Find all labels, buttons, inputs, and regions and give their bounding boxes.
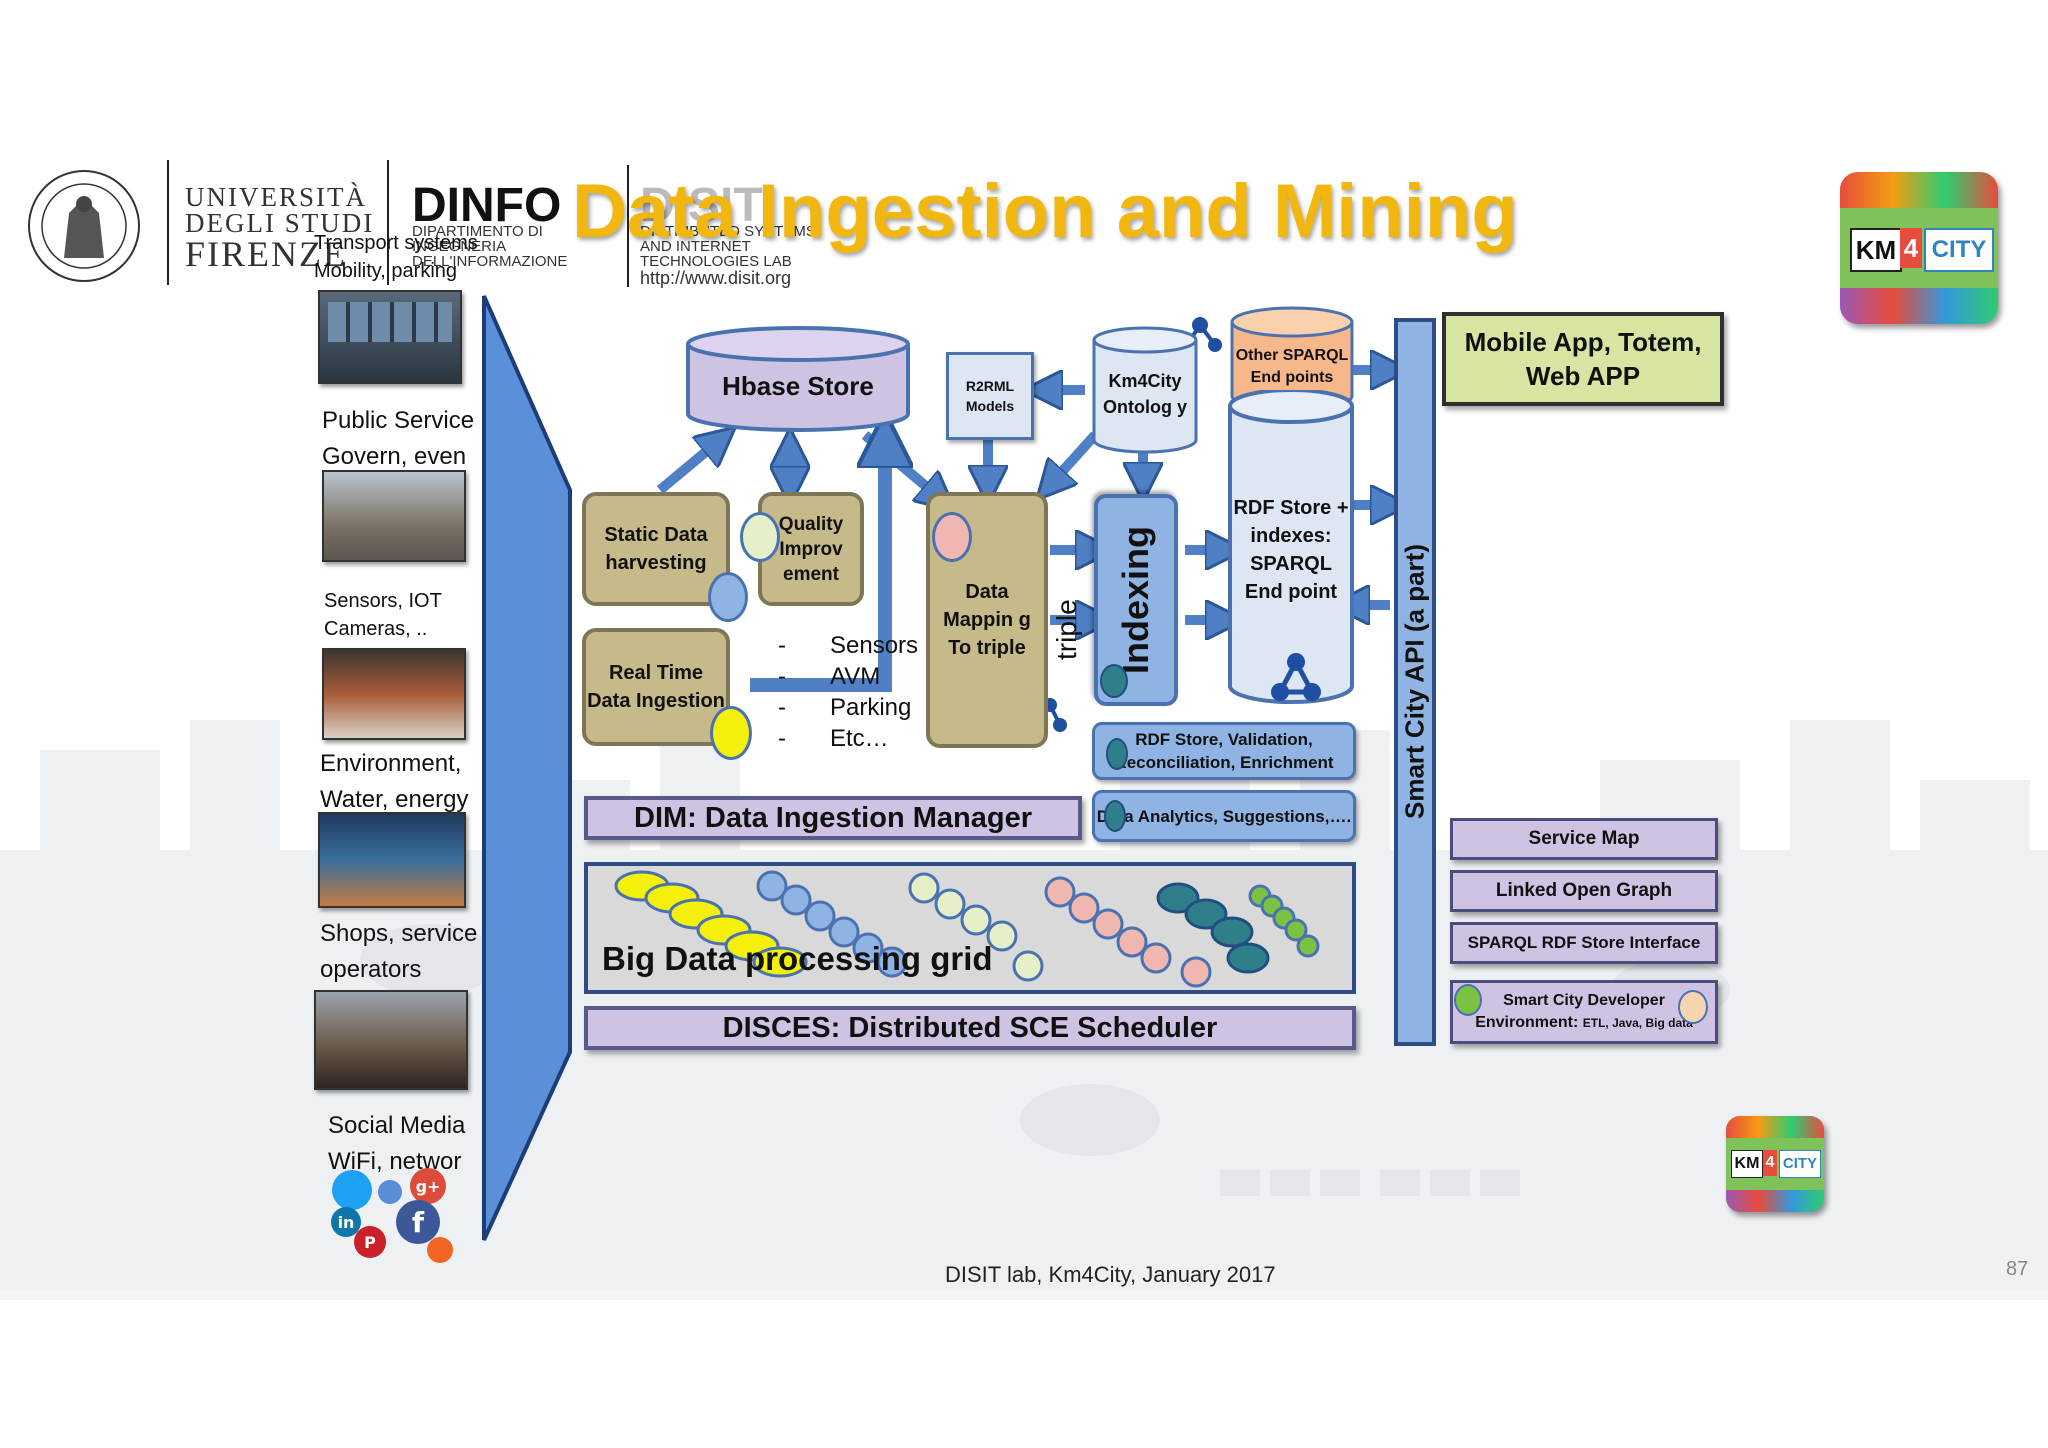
oval-marker bbox=[1100, 664, 1128, 698]
big-data-label: Big Data processing grid bbox=[602, 940, 993, 977]
oval-marker bbox=[1106, 738, 1128, 770]
oval-marker bbox=[1104, 800, 1126, 832]
pinterest-icon bbox=[354, 1226, 386, 1258]
google-plus-glyph: g+ bbox=[416, 1177, 441, 1196]
hbase-store bbox=[686, 326, 910, 432]
developer-environment-box: Smart City Developer Environment: ETL, J… bbox=[1450, 980, 1718, 1044]
triple-label: triple bbox=[1051, 599, 1082, 660]
smart-city-api-bar: Smart City API (a part) bbox=[1394, 318, 1436, 1046]
photo-water-plant bbox=[318, 812, 466, 908]
source-label-environment: Environment,Water, energy bbox=[320, 750, 469, 813]
pinterest-glyph: P bbox=[364, 1233, 376, 1252]
disit-logo: DISIT bbox=[640, 179, 763, 232]
university-seal bbox=[28, 170, 140, 282]
photo-shops bbox=[314, 990, 468, 1090]
footer-text: DISIT lab, Km4City, January 2017 bbox=[945, 1262, 1276, 1287]
ingestion-funnel bbox=[482, 295, 572, 1241]
header-divider bbox=[167, 160, 169, 285]
slide-title: Data Ingestion and Mining bbox=[572, 169, 1518, 254]
dinfo-logo: DINFO bbox=[412, 179, 562, 232]
facebook-icon bbox=[396, 1200, 440, 1244]
other-sparql-endpoints: Other SPARQL End points bbox=[1235, 347, 1349, 386]
rdf-validation-box: RDF Store, Validation, Reconciliation, E… bbox=[1092, 722, 1356, 780]
slide: UNIVERSITÀ DEGLI STUDI FIRENZE DINFO DIP… bbox=[0, 160, 2048, 1300]
linkedin-icon bbox=[331, 1207, 361, 1237]
km4city-logo: KM 4 CITY bbox=[1840, 172, 1998, 324]
oval-marker bbox=[1454, 984, 1482, 1016]
photo-parking bbox=[322, 648, 466, 740]
oval-marker bbox=[1678, 990, 1708, 1024]
linked-open-graph-box: Linked Open Graph bbox=[1450, 870, 1718, 912]
realtime-data-ingestion: Real Time Data Ingestion bbox=[582, 628, 730, 746]
sparql-rdf-interface-box: SPARQL RDF Store Interface bbox=[1450, 922, 1718, 964]
hbase-store-label: Hbase Store bbox=[722, 370, 874, 401]
facebook-glyph: f bbox=[412, 1206, 425, 1239]
photo-street bbox=[322, 470, 466, 562]
data-analytics-box: Data Analytics, Suggestions,…. bbox=[1092, 790, 1356, 842]
service-map-box: Service Map bbox=[1450, 818, 1718, 860]
disces-box: DISCES: Distributed SCE Scheduler bbox=[584, 1006, 1356, 1050]
rdf-store-indexes: RDF Store + indexes: SPARQL End point bbox=[1233, 497, 1349, 603]
disit-url[interactable]: http://www.disit.org bbox=[640, 268, 792, 288]
linkedin-glyph: in bbox=[338, 1213, 355, 1232]
oval-marker bbox=[932, 512, 972, 562]
rdf-store-cylinder bbox=[1228, 390, 1354, 704]
static-data-harvesting: Static Data harvesting bbox=[582, 492, 730, 606]
mobile-app-box: Mobile App, Totem, Web APP bbox=[1442, 312, 1724, 406]
photo-control-room bbox=[318, 290, 462, 384]
oval-marker bbox=[710, 706, 752, 760]
email-icon bbox=[378, 1180, 402, 1204]
header-divider bbox=[387, 160, 389, 285]
oval-marker bbox=[708, 572, 748, 622]
social-icons: g+ in f P bbox=[331, 1168, 453, 1263]
google-plus-icon bbox=[410, 1168, 446, 1204]
rss-icon bbox=[427, 1237, 453, 1263]
university-name: UNIVERSITÀ DEGLI STUDI FIRENZE bbox=[185, 182, 375, 274]
realtime-sources-list: -Sensors -AVM -Parking -Etc… bbox=[778, 632, 919, 752]
km4city-logo-small: KM 4 CITY bbox=[1726, 1116, 1824, 1212]
network-icon-rdf bbox=[1271, 653, 1321, 701]
oval-marker bbox=[740, 512, 780, 562]
header-divider bbox=[627, 165, 629, 287]
r2rml-models: R2RML Models bbox=[946, 352, 1034, 440]
twitter-icon bbox=[332, 1170, 372, 1210]
big-data-ovals bbox=[614, 870, 1320, 988]
other-sparql-cylinder bbox=[1230, 306, 1354, 412]
page-number: 87 bbox=[2006, 1258, 2029, 1280]
km4city-ontology-cylinder bbox=[1092, 326, 1198, 454]
dim-box: DIM: Data Ingestion Manager bbox=[584, 796, 1082, 840]
km4city-ontology: Km4City Ontolog y bbox=[1103, 371, 1187, 417]
